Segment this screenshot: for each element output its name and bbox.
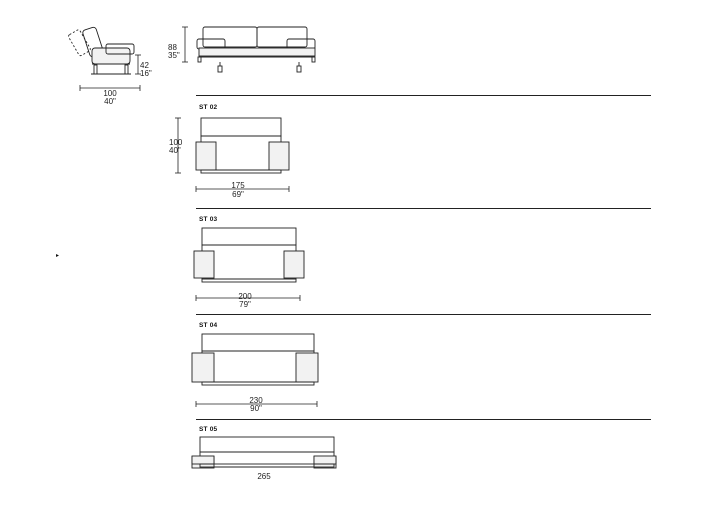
plan-depth-in: 40" [169,146,181,155]
front-height-in: 35" [168,51,180,60]
seat-height-in: 16" [140,69,152,78]
plan-st05-base [191,456,337,468]
width-in-st02: 69" [232,190,244,199]
plan-depth-cm: 100 [169,138,183,147]
width-cm-st03: 200 [238,292,252,301]
model-code-st03: ST 03 [199,216,218,223]
width-in-st03: 79" [239,300,251,309]
divider-rule [196,419,651,420]
divider-rule [196,208,651,209]
side-depth-cm: 100 [103,89,117,98]
section-marker-icon: ▸ [56,253,60,259]
front-view-drawing [182,26,316,73]
width-in-st04: 90" [250,404,262,413]
plan-st03-drawing [193,227,305,301]
model-code-st02: ST 02 [199,104,218,111]
width-cm-st02: 175 [231,181,245,190]
front-height-cm: 88 [168,43,177,52]
seat-height-cm: 42 [140,61,149,70]
model-code-st05: ST 05 [199,426,218,433]
divider-rule [196,95,651,96]
divider-rule [196,314,651,315]
width-cm-st05: 265 [257,472,271,481]
model-code-st04: ST 04 [199,322,218,329]
side-view-drawing [68,26,141,91]
side-depth-in: 40" [104,97,116,106]
width-cm-st04: 230 [249,396,263,405]
plan-st04-drawing [191,333,319,407]
plan-st02-drawing [175,117,290,192]
